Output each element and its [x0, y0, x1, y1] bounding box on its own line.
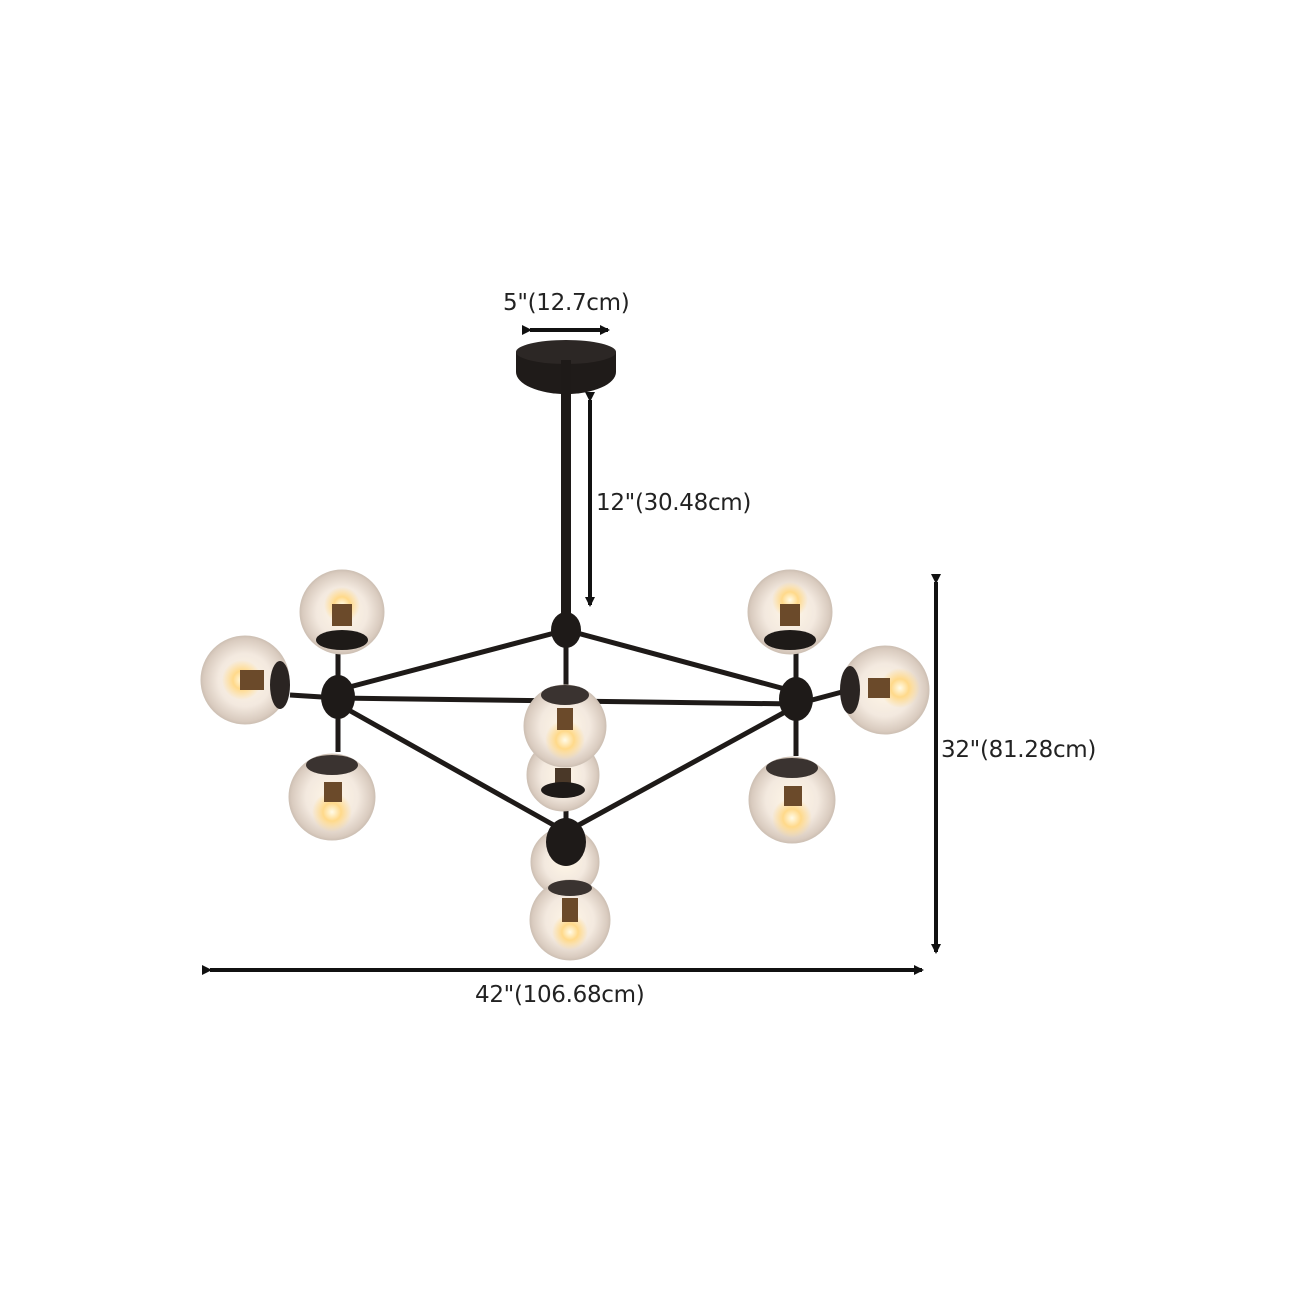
globe-light-right-outer [840, 645, 930, 735]
overall-height-label: 32"(81.28cm) [941, 737, 1097, 763]
down-rod [561, 360, 571, 618]
frame-arms [336, 627, 798, 835]
globe-light-right-top [747, 569, 833, 655]
overall-width-label: 42"(106.68cm) [475, 982, 645, 1008]
globe-light-left-outer [200, 635, 290, 725]
globe-light-right-bottom [748, 756, 836, 844]
globe-light-center-front [523, 684, 607, 768]
dimension-lines [202, 325, 941, 975]
rod-length-label: 12"(30.48cm) [596, 490, 752, 516]
globe-light-left-top [299, 569, 385, 655]
canopy-width-label: 5"(12.7cm) [503, 290, 630, 316]
globe-light-bottom [529, 879, 611, 961]
globe-lights [200, 569, 930, 961]
globe-light-left-bottom [288, 753, 376, 841]
